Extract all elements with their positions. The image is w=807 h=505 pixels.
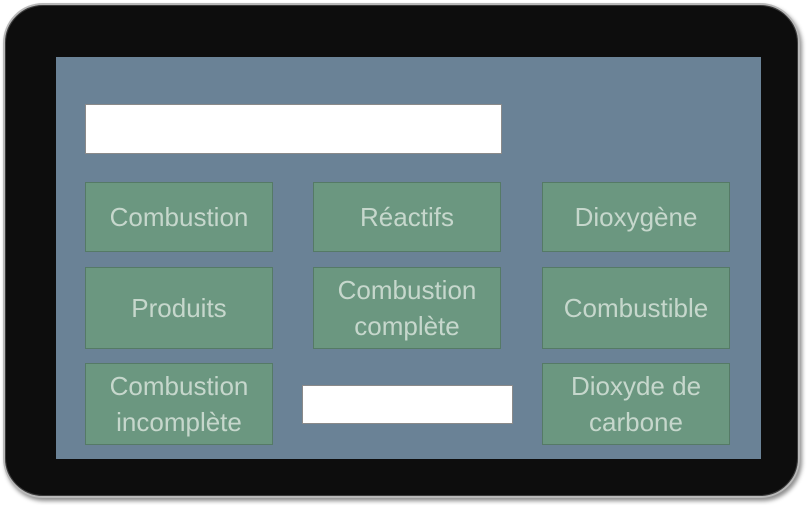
- tile-combustible[interactable]: Combustible: [542, 267, 730, 349]
- tile-produits[interactable]: Produits: [85, 267, 273, 349]
- answer-drop-zone-top[interactable]: [85, 104, 502, 154]
- tile-dioxyde-de-carbone[interactable]: Dioxyde de carbone: [542, 363, 730, 445]
- tile-reactifs[interactable]: Réactifs: [313, 182, 501, 252]
- answer-drop-zone-bottom[interactable]: [302, 385, 513, 424]
- tablet-frame: Combustion Réactifs Dioxygène Produits C…: [3, 3, 800, 498]
- tile-combustion-complete[interactable]: Combustion complète: [313, 267, 501, 349]
- tile-dioxygene[interactable]: Dioxygène: [542, 182, 730, 252]
- tile-combustion-incomplete[interactable]: Combustion incomplète: [85, 363, 273, 445]
- screen: Combustion Réactifs Dioxygène Produits C…: [56, 57, 761, 459]
- tile-combustion[interactable]: Combustion: [85, 182, 273, 252]
